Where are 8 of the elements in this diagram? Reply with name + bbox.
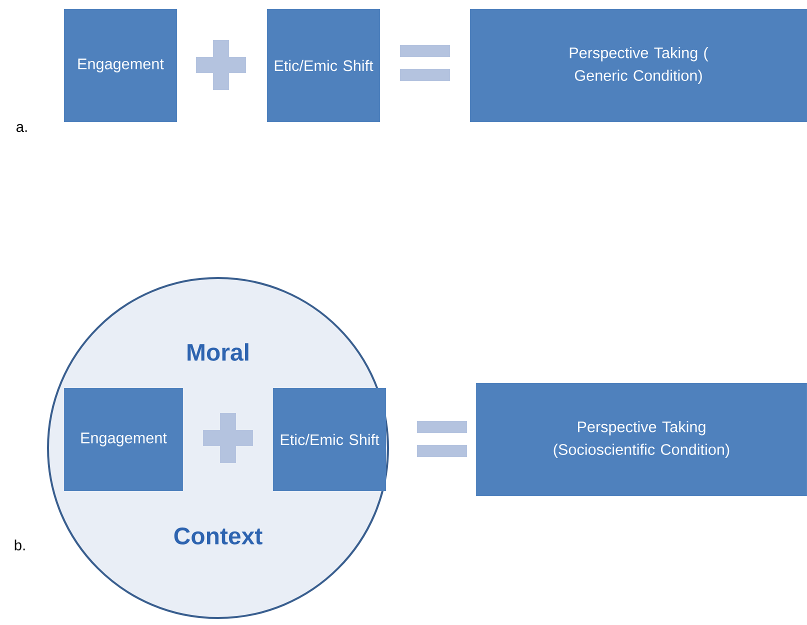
panel-label: b.	[14, 540, 25, 550]
concept-box: Etic/Emic Shift	[266, 8, 380, 122]
concept-box: Perspective Taking (Socioscientific Condition)	[476, 382, 807, 496]
concept-box: Engagement	[64, 388, 183, 491]
concept-box: Perspective Taking ( Generic Condition)	[470, 8, 807, 122]
concept-box: Engagement	[64, 8, 178, 122]
concept-box: Etic/Emic Shift	[272, 388, 386, 491]
panel-label: a.	[16, 124, 27, 132]
